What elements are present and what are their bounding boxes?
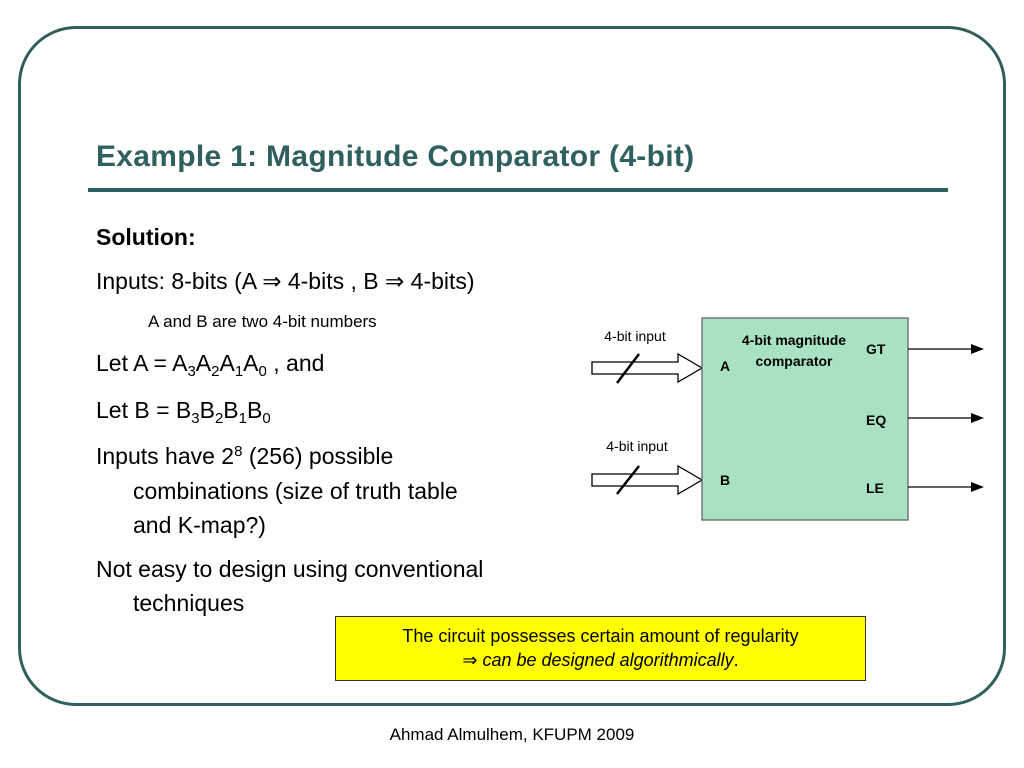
combinations-line-1: Inputs have 28 (256) possible xyxy=(96,443,393,470)
solution-label: Solution: xyxy=(96,224,196,250)
title-underline xyxy=(88,188,948,192)
b0-subscript: 0 xyxy=(262,410,271,427)
callout-italic: can be designed algorithmically xyxy=(482,650,734,670)
input-a-caption: 4-bit input xyxy=(604,328,666,344)
comparator-title-line-2: comparator xyxy=(755,353,833,369)
a1-term: A xyxy=(219,350,235,376)
comparator-box xyxy=(701,317,909,521)
b1-subscript: 1 xyxy=(238,410,247,427)
footer-credit: Ahmad Almulhem, KFUPM 2009 xyxy=(389,725,635,744)
a2-subscript: 2 xyxy=(211,363,220,380)
b2-subscript: 2 xyxy=(214,410,224,427)
a3-subscript: 3 xyxy=(187,363,196,380)
combinations-prefix: Inputs have 2 xyxy=(96,443,235,469)
callout-line-2: ⇒ can be designed algorithmically. xyxy=(336,648,865,672)
let-b-line: Let B = B3B2B1B0 xyxy=(96,397,271,427)
implies-arrow: ⇒ xyxy=(462,650,483,670)
conventional-line-2: techniques xyxy=(133,590,245,616)
inputs-line: Inputs: 8-bits (A ⇒ 4-bits , B ⇒ 4-bits) xyxy=(96,268,475,294)
let-a-line: Let A = A3A2A1A0 , and xyxy=(96,350,325,380)
a3-term: A xyxy=(172,350,188,376)
input-a-bus-arrow xyxy=(591,352,704,384)
b2-term: B xyxy=(199,397,215,423)
le-arrowhead xyxy=(971,482,984,492)
regularity-callout: The circuit possesses certain amount of … xyxy=(335,616,866,681)
slide-frame xyxy=(18,26,1006,706)
comparator-title-line-1: 4-bit magnitude xyxy=(742,332,846,348)
input-b-bus-arrow xyxy=(591,464,704,496)
combinations-exponent: 8 xyxy=(234,443,243,460)
b0-term: B xyxy=(246,397,263,423)
b3-term: B xyxy=(175,397,192,423)
b1-term: B xyxy=(223,397,239,423)
eq-arrowhead xyxy=(971,413,984,423)
port-b-label: B xyxy=(720,472,730,488)
let-a-suffix: , and xyxy=(266,350,325,376)
combinations-line-2: combinations (size of truth table xyxy=(133,478,458,504)
ab-note: A and B are two 4-bit numbers xyxy=(148,312,377,331)
slide-title: Example 1: Magnitude Comparator (4-bit) xyxy=(96,140,695,173)
b3-subscript: 3 xyxy=(191,410,200,427)
a0-subscript: 0 xyxy=(258,363,267,380)
gt-arrowhead xyxy=(971,344,984,354)
let-a-prefix: Let A = xyxy=(96,350,173,376)
conventional-line-1: Not easy to design using conventional xyxy=(96,556,484,582)
callout-line-1: The circuit possesses certain amount of … xyxy=(402,626,799,646)
combinations-line-3: and K-map?) xyxy=(133,512,266,538)
callout-period: . xyxy=(733,650,739,670)
a1-subscript: 1 xyxy=(234,363,244,380)
a2-term: A xyxy=(195,350,212,376)
output-le-label: LE xyxy=(866,480,884,496)
output-gt-label: GT xyxy=(866,341,886,357)
port-a-label: A xyxy=(720,358,730,374)
input-b-bus-slash xyxy=(616,465,640,495)
let-b-prefix: Let B = xyxy=(96,397,176,423)
input-a-bus-slash xyxy=(616,353,640,384)
input-b-caption: 4-bit input xyxy=(606,438,668,454)
output-eq-label: EQ xyxy=(866,412,886,428)
combinations-suffix: (256) possible xyxy=(242,443,394,469)
a0-term: A xyxy=(243,350,259,376)
